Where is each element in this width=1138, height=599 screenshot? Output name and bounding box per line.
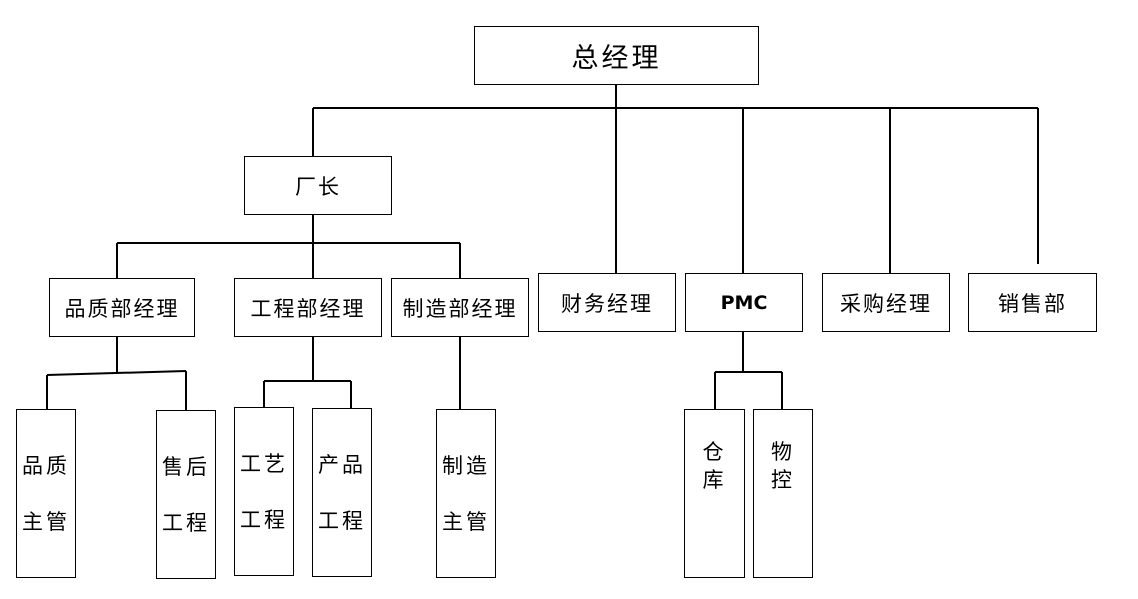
node-manufacturing-supervisor: 制造 主管 <box>436 409 496 578</box>
node-factory-director: 厂长 <box>244 156 392 215</box>
node-material-control: 物 控 <box>753 409 813 578</box>
node-engineering-manager: 工程部经理 <box>234 278 382 337</box>
node-label-line-2: 工程 <box>162 510 210 535</box>
node-label: PMC <box>720 291 768 314</box>
node-general-manager: 总经理 <box>474 26 759 85</box>
node-label-line-1: 仓 <box>702 440 727 464</box>
node-label: 采购经理 <box>840 291 932 316</box>
node-pmc: PMC <box>685 273 803 332</box>
node-label: 销售部 <box>998 291 1067 316</box>
node-label: 总经理 <box>571 43 662 74</box>
node-label-line-1: 售后 <box>162 454 210 479</box>
node-after-sales-engineering: 售后 工程 <box>156 410 216 579</box>
node-label-line-2: 主管 <box>22 509 70 534</box>
node-label: 财务经理 <box>561 291 653 316</box>
node-label-line-1: 物 <box>771 440 795 464</box>
node-label-line-1: 制造 <box>442 453 490 478</box>
node-label: 工程部经理 <box>250 296 366 321</box>
node-quality-manager: 品质部经理 <box>49 278 195 337</box>
node-label: 品质部经理 <box>64 296 180 321</box>
node-sales-department: 销售部 <box>968 273 1097 332</box>
node-label-line-2: 控 <box>771 468 795 492</box>
node-label-line-1: 品质 <box>22 453 70 478</box>
node-label: 厂长 <box>295 174 341 199</box>
node-quality-supervisor: 品质 主管 <box>16 409 76 578</box>
node-label-line-2: 工程 <box>318 508 366 533</box>
node-process-engineering: 工艺 工程 <box>234 407 294 576</box>
node-label-line-1: 产品 <box>318 452 366 477</box>
node-label-line-2: 工程 <box>240 507 288 532</box>
node-product-engineering: 产品 工程 <box>312 408 372 577</box>
node-label-line-2: 库 <box>702 468 727 492</box>
node-label-line-1: 工艺 <box>240 451 288 476</box>
node-finance-manager: 财务经理 <box>538 273 676 332</box>
node-label-line-2: 主管 <box>442 509 490 534</box>
node-warehouse: 仓 库 <box>684 409 745 578</box>
node-purchasing-manager: 采购经理 <box>822 273 950 332</box>
node-label: 制造部经理 <box>402 296 518 321</box>
node-manufacturing-manager: 制造部经理 <box>391 278 529 337</box>
